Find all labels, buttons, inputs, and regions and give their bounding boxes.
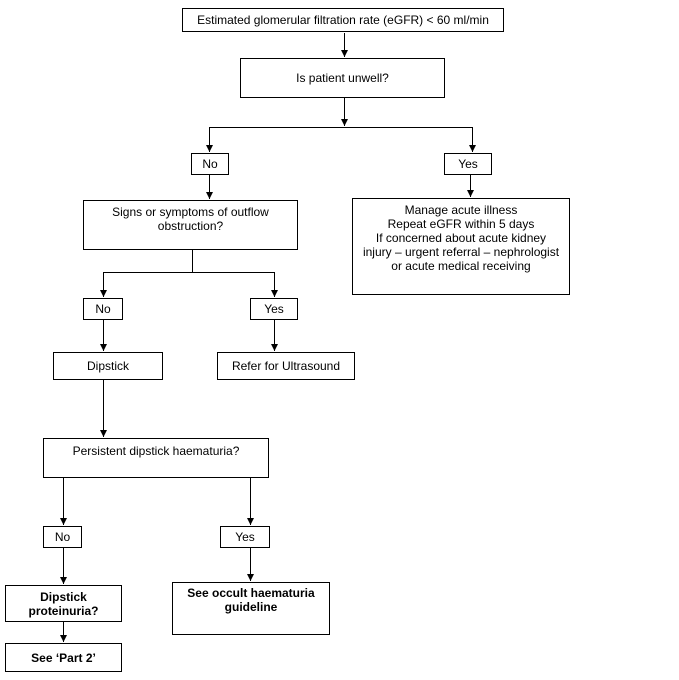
node-outflow-obstruction-question: Signs or symptoms of outflow obstruction… (83, 200, 298, 250)
node-patient-unwell-question: Is patient unwell? (240, 58, 445, 98)
node-occult-haematuria-guideline: See occult haematuria guideline (172, 582, 330, 635)
node-manage-acute-illness: Manage acute illness Repeat eGFR within … (352, 198, 570, 295)
node-unwell-no: No (191, 153, 229, 175)
node-obstruction-yes: Yes (250, 298, 298, 320)
node-egfr-criteria: Estimated glomerular filtration rate (eG… (182, 8, 504, 32)
node-unwell-yes: Yes (444, 153, 492, 175)
node-haematuria-yes: Yes (220, 526, 270, 548)
node-dipstick-proteinuria-question: Dipstick proteinuria? (5, 585, 122, 622)
node-haematuria-no: No (43, 526, 82, 548)
node-obstruction-no: No (83, 298, 123, 320)
node-refer-ultrasound: Refer for Ultrasound (217, 352, 355, 380)
node-see-part-2: See ‘Part 2’ (5, 643, 122, 672)
node-dipstick: Dipstick (53, 352, 163, 380)
node-persistent-haematuria-question: Persistent dipstick haematuria? (43, 438, 269, 478)
